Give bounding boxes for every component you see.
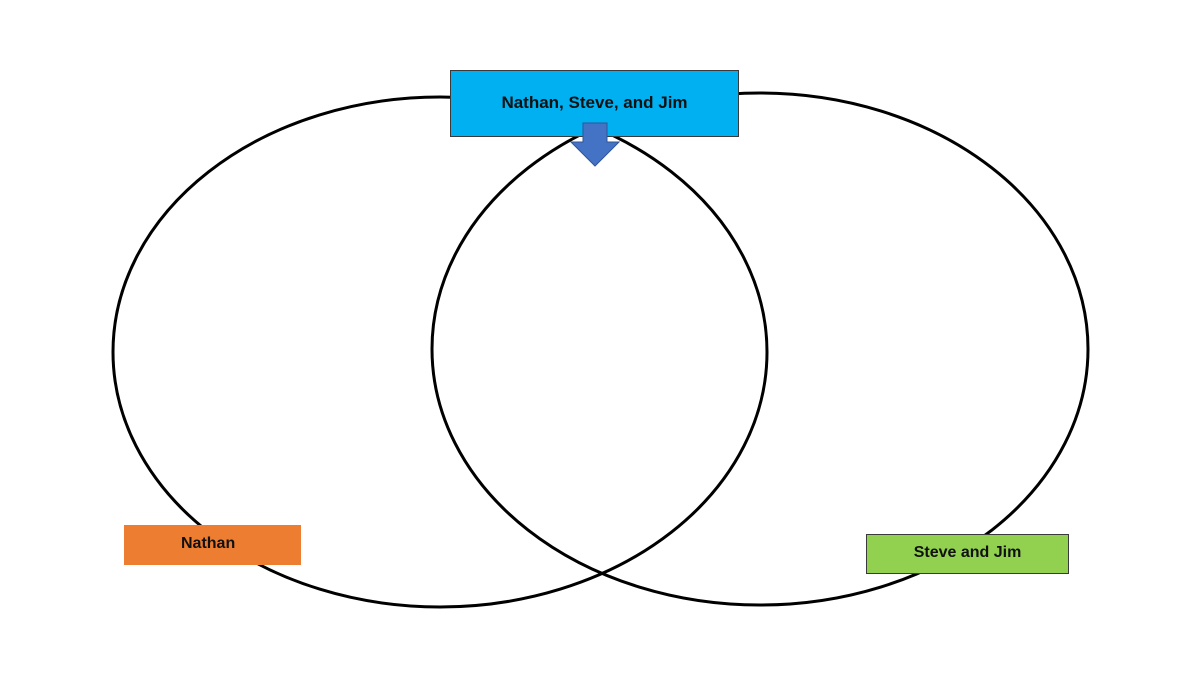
left-ellipse (111, 95, 769, 609)
label-left: Nathan (124, 525, 301, 565)
label-both-text: Nathan, Steve, and Jim (501, 92, 688, 112)
right-ellipse (430, 91, 1090, 607)
label-right: Steve and Jim (866, 534, 1069, 574)
label-left-text: Nathan (181, 535, 236, 552)
down-arrow-icon (570, 122, 620, 167)
label-right-text: Steve and Jim (913, 544, 1022, 561)
